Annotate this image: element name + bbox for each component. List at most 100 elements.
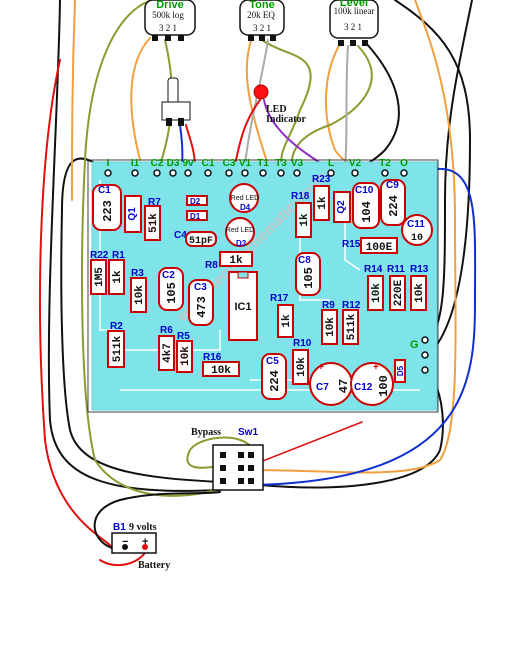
d5-ref: D5 — [396, 365, 405, 376]
svg-text:+: + — [318, 362, 324, 373]
olive-wire-left — [81, 0, 223, 497]
olive-wire-level — [290, 45, 373, 169]
r23-value: 1k — [317, 196, 329, 210]
battery-plus: + — [142, 536, 148, 548]
c3-ref: C3 — [194, 282, 207, 293]
pad-3 — [169, 169, 177, 177]
r14-ref: R14 — [364, 264, 383, 275]
black-wire-level — [354, 41, 400, 173]
r17-ref: R17 — [270, 293, 289, 304]
battery-ref: B1 — [113, 522, 126, 533]
r5-value: 10k — [180, 346, 192, 366]
pad-label-11: L — [328, 158, 334, 169]
r22-value: 1M5 — [94, 267, 106, 287]
tone-pot-name: Tone — [249, 0, 274, 11]
black-wire-left-outer — [47, 0, 221, 492]
r6-ref: R6 — [160, 325, 173, 336]
r13-value: 10k — [414, 283, 426, 303]
c1-ref: C1 — [98, 185, 111, 196]
pad-4 — [184, 169, 192, 177]
r10-ref: R10 — [293, 338, 312, 349]
orange-wire-level — [325, 43, 381, 170]
c5-value: 224 — [268, 370, 282, 392]
r16-value: 10k — [211, 365, 231, 377]
c3-value: 473 — [195, 296, 209, 318]
q2-ref: Q2 — [336, 200, 347, 214]
c4-ref: C4 — [174, 230, 187, 241]
black-wire-right-outer — [394, 0, 472, 359]
r12-ref: R12 — [342, 300, 361, 311]
r5-ref: R5 — [177, 331, 190, 342]
d2-ref: D2 — [190, 197, 201, 206]
r11-ref: R11 — [387, 264, 405, 275]
pad-8 — [259, 169, 267, 177]
r17-value: 1k — [281, 314, 293, 328]
battery: B1 9 volts − + Battery — [111, 522, 170, 571]
led-indicator: LED Indicator — [253, 84, 307, 125]
pads — [104, 169, 408, 177]
d1-ref: D1 — [190, 212, 201, 221]
tone-pot-pins: 3 2 1 — [253, 23, 271, 33]
d4-ref: D4 — [240, 203, 251, 212]
c4-value: 51pF — [189, 236, 213, 247]
pad-label-14: O — [400, 158, 408, 169]
pad-10 — [293, 169, 301, 177]
toggle-switch — [161, 77, 191, 126]
pad-5 — [204, 169, 212, 177]
drive-pot: Drive 500k log 3 2 1 — [144, 0, 196, 41]
gray-wire-tone — [244, 39, 269, 166]
pad-12 — [351, 169, 359, 177]
pad-label-1: I1 — [131, 158, 140, 169]
r16-ref: R16 — [203, 352, 222, 363]
pad-9 — [277, 169, 285, 177]
olive-wire-tone — [261, 39, 312, 169]
r18-value: 1k — [299, 213, 311, 227]
c12-value: 100 — [377, 375, 391, 397]
c2-ref: C2 — [162, 270, 175, 281]
pad-label-10: V3 — [291, 158, 304, 169]
level-pot: Level 100k linear 3 2 1 — [329, 0, 379, 46]
pad-label-3: D3 — [167, 158, 180, 169]
tone-pot-value: 20k EQ — [247, 10, 275, 20]
q1-ref: Q1 — [127, 207, 138, 221]
r3-ref: R3 — [131, 268, 144, 279]
r9-ref: R9 — [322, 300, 335, 311]
d4-value: Red LED — [231, 195, 259, 202]
red-wire-left — [39, 59, 113, 549]
level-pot-value: 100k linear — [334, 6, 375, 16]
pad-1 — [131, 169, 139, 177]
pad-11 — [327, 169, 335, 177]
pad-label-9: T3 — [275, 158, 287, 169]
wiring — [39, 0, 477, 567]
pad-label-13: T2 — [379, 158, 391, 169]
led-label-line1: LED — [266, 104, 287, 115]
components: C1 223 Q1 R7 51k D2 D1 C4 51pF Red LED D… — [90, 174, 433, 406]
c11-ref: C11 — [407, 219, 425, 230]
c9-value: 224 — [387, 195, 401, 217]
drive-pot-value: 500k log — [152, 10, 184, 20]
r8-value: 1k — [229, 255, 243, 267]
c9-ref: C9 — [386, 180, 399, 191]
r18-ref: R18 — [291, 191, 310, 202]
r15-value: 100E — [366, 242, 393, 254]
r22-ref: R22 — [90, 250, 109, 261]
pad-label-5: C1 — [202, 158, 215, 169]
footswitch: Bypass Sw1 — [191, 427, 264, 491]
r11-value: 220E — [393, 279, 405, 306]
red-wire-led — [234, 99, 261, 166]
c8-ref: C8 — [298, 255, 311, 266]
orange-wire-tone — [245, 37, 269, 166]
black-wire-bottom-right — [259, 369, 444, 489]
battery-minus: − — [122, 536, 128, 548]
r1-ref: R1 — [112, 250, 125, 261]
pad-label-4: 9v — [182, 158, 194, 169]
c2-value: 105 — [165, 282, 179, 304]
battery-volts: 9 volts — [129, 522, 157, 533]
drive-pot-name: Drive — [156, 0, 184, 11]
orange-wire-drive — [130, 37, 151, 161]
orange-wire-right — [254, 0, 457, 474]
c10-value: 104 — [360, 201, 374, 223]
red-wire-switch-arrow — [244, 421, 363, 469]
pad-0 — [104, 169, 112, 177]
c7-value: 47 — [337, 379, 351, 393]
